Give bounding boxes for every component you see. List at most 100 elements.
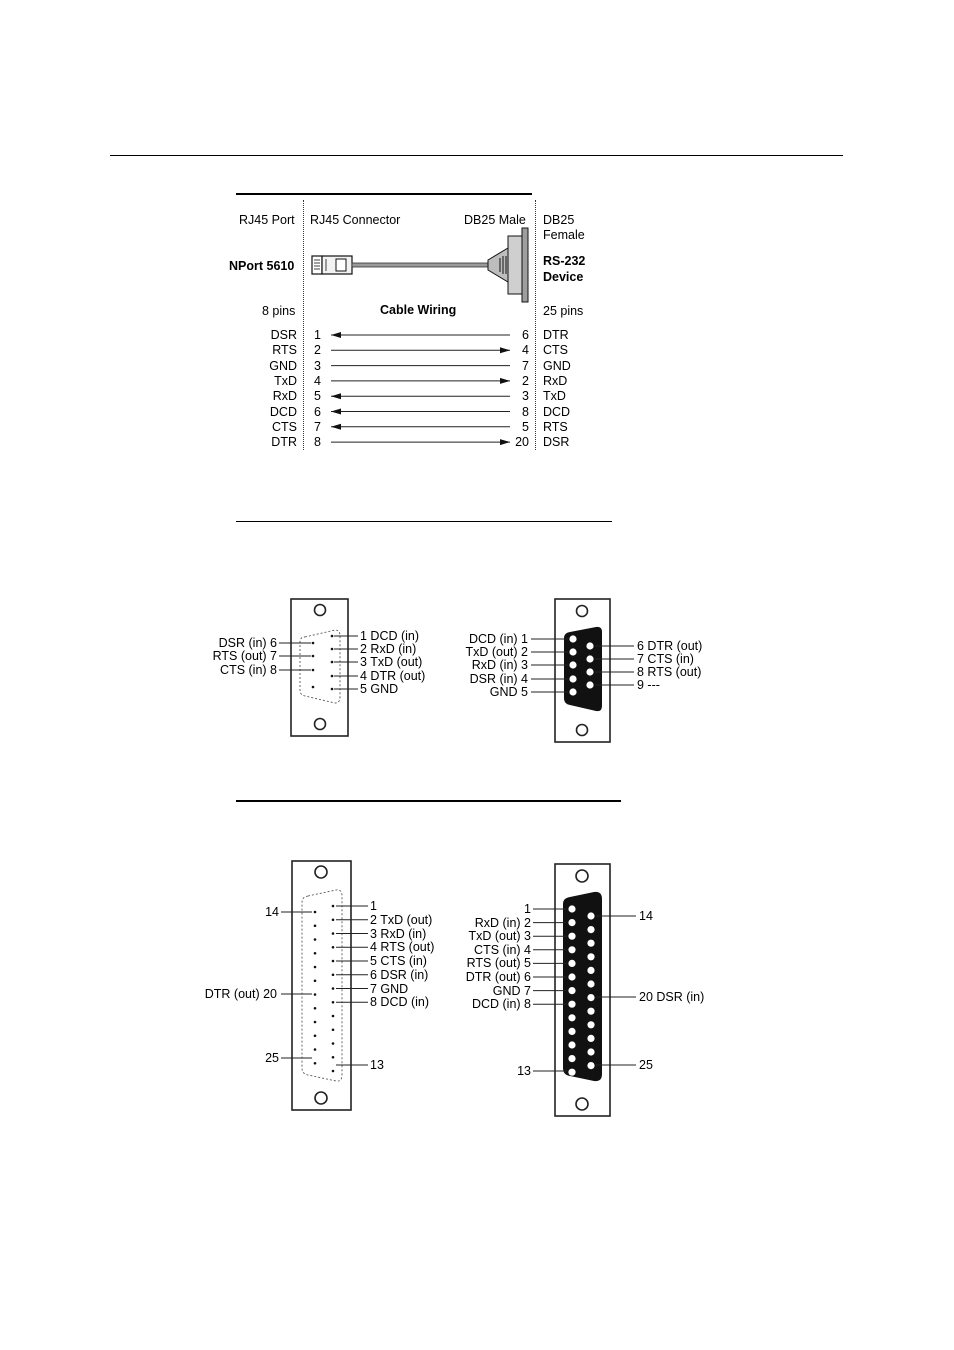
db9-male-pin-label: 7 CTS (in) [637, 652, 694, 666]
left-pin-number: 6 [314, 404, 321, 419]
pin-hole [311, 641, 315, 645]
pin-contact [569, 661, 577, 669]
pin-hole [313, 979, 317, 983]
pin-contact [586, 655, 594, 663]
left-pin-number: 4 [314, 373, 321, 388]
arrow-right-icon [500, 377, 510, 384]
db25-male-pin-label: RTS (out) 5 [466, 956, 531, 971]
db25-female-pin-label: 1 [370, 899, 377, 913]
mount-hole-icon [575, 604, 589, 618]
pin-hole [311, 654, 315, 658]
left-signal-label: DCD [269, 404, 297, 419]
db25-female-pin-label: 7 GND [370, 981, 409, 996]
left-signal-label: GND [269, 358, 297, 373]
pin-hole [313, 924, 317, 928]
pin-hole [330, 674, 334, 678]
db9-female-pin-label: 5 GND [360, 682, 399, 696]
header-rj45-port: RJ45 Port [239, 213, 295, 227]
pin-contact [568, 1068, 576, 1076]
pin-hole [331, 904, 335, 908]
pin-hole [331, 945, 335, 949]
right-signal-label: GND [543, 358, 571, 373]
mount-hole-icon [314, 1091, 328, 1105]
pin-contact [568, 919, 576, 927]
right-signal-label: DTR [543, 328, 569, 342]
pin-contact [586, 642, 594, 650]
db25-female-pin-label: 5 CTS (in) [370, 954, 427, 968]
pin-contact [568, 1027, 576, 1035]
pin-hole [330, 687, 334, 691]
pin-contact [586, 668, 594, 676]
pin-hole [330, 634, 334, 638]
mount-hole-icon [575, 1097, 589, 1111]
db25-male-pin-label: 20 DSR (in) [639, 990, 705, 1004]
pin-hole [313, 1048, 317, 1051]
right-signal-label: DSR [543, 435, 570, 450]
left-pin-number: 2 [314, 343, 321, 358]
pin-hole [313, 993, 317, 996]
db25-male-pin-label: 14 [639, 909, 653, 923]
pin-contact [568, 946, 576, 954]
header-db25-female-line1: DB25 [543, 213, 575, 227]
arrow-right-icon [500, 439, 510, 446]
mount-hole-icon [575, 869, 589, 883]
pin-hole [313, 1020, 317, 1024]
db25-male-pin-label: RxD (in) 2 [474, 915, 531, 930]
db25-female-outline [301, 889, 343, 1082]
left-signal-label: CTS [272, 419, 297, 434]
db9-female-pin-label: 4 DTR (out) [360, 669, 426, 683]
right-pin-number: 2 [522, 373, 529, 388]
left-pin-number: 7 [314, 419, 321, 434]
arrow-left-icon [331, 332, 341, 338]
header-db25-male: DB25 Male [464, 213, 526, 227]
db25-male-pin-label: 13 [517, 1064, 531, 1078]
pin-hole [331, 959, 335, 963]
pin-hole [331, 1055, 335, 1059]
cable-wiring-label: Cable Wiring [380, 303, 457, 317]
db9-male-pin-label: 6 DTR (out) [637, 639, 703, 653]
db25-female-pin-label: 13 [370, 1058, 384, 1072]
pin-contact [587, 1021, 595, 1029]
db25-male-pin-label: DTR (out) 6 [465, 970, 531, 984]
db25-male-connector-icon [487, 227, 529, 303]
pin-hole [330, 660, 334, 664]
db25-title-rule [236, 800, 621, 802]
db25-female-pin-label: DTR (out) 20 [204, 987, 277, 1001]
wiring-title-rule [236, 193, 532, 195]
db25-male-pin-label: 1 [524, 902, 531, 916]
pin-contact [568, 987, 576, 995]
pin-hole [313, 965, 317, 969]
right-pin-number: 7 [522, 358, 529, 373]
pin-hole [313, 1006, 317, 1010]
left-signal-label: RTS [272, 343, 297, 358]
pin-contact [587, 994, 595, 1002]
right-pin-number: 4 [522, 343, 529, 358]
pin-contact [587, 1062, 595, 1070]
db25-female-pin-label: 6 DSR (in) [370, 967, 429, 982]
pin-contact [587, 926, 595, 934]
pin-hole [330, 647, 334, 651]
pin-contact [568, 1041, 576, 1049]
left-pin-number: 8 [314, 435, 321, 450]
db25-male-pin-label: CTS (in) 4 [474, 942, 531, 957]
pin-contact [568, 973, 576, 981]
arrow-right-icon [500, 347, 510, 354]
right-signal-label: CTS [543, 343, 568, 358]
pin-hole [313, 951, 317, 955]
pin-contact [568, 1000, 576, 1008]
mount-hole-icon [575, 723, 589, 737]
pin-contact [587, 939, 595, 947]
pin-contact [569, 635, 577, 643]
db25-male-pin-label: DCD (in) 8 [471, 997, 531, 1012]
db25-male-pin-label: 25 [639, 1058, 653, 1072]
db9-female-pin-label: RTS (out) 7 [212, 649, 277, 663]
pin-contact [568, 1055, 576, 1063]
db25-female-pin-label: 4 RTS (out) [370, 940, 435, 955]
left-signal-label: RxD [272, 389, 297, 404]
db25-female-pin-label: 25 [265, 1051, 279, 1065]
pin-contact [587, 1048, 595, 1056]
db25-male-pin-label: GND 7 [492, 983, 531, 998]
pin-hole [313, 910, 317, 914]
